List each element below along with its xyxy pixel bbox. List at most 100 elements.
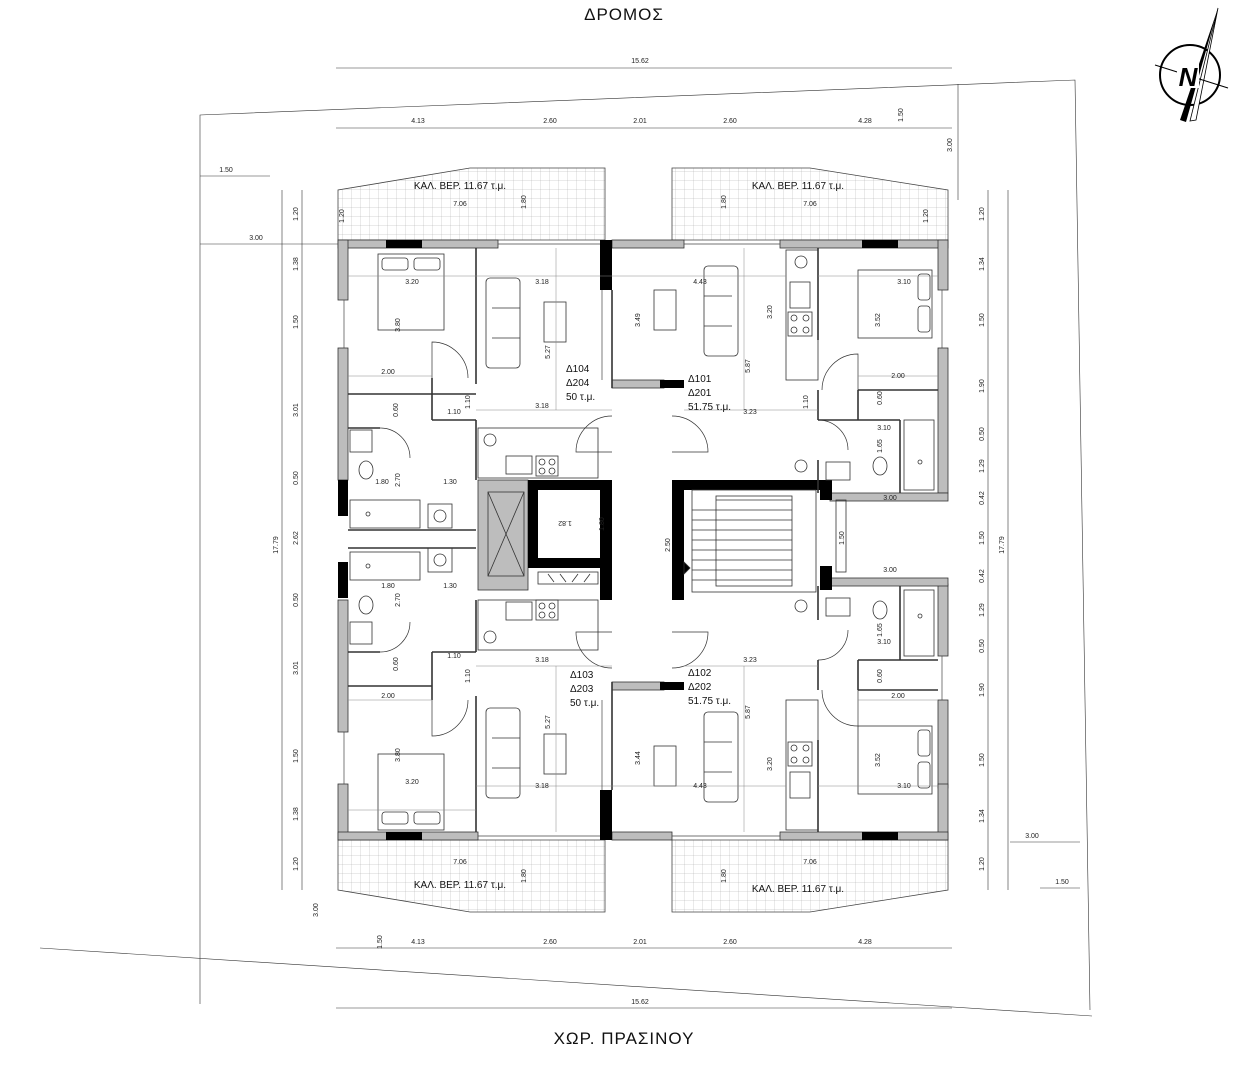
svg-text:15.62: 15.62: [631, 58, 649, 65]
staircase: [683, 489, 847, 593]
structural-walls: [338, 240, 898, 840]
svg-text:1.30: 1.30: [443, 583, 457, 590]
svg-text:2.60: 2.60: [543, 939, 557, 946]
sofa-icon: [485, 265, 739, 803]
svg-text:4.28: 4.28: [858, 118, 872, 125]
svg-text:Δ204: Δ204: [566, 378, 590, 389]
svg-text:1.34: 1.34: [979, 257, 986, 271]
svg-text:3.00: 3.00: [883, 567, 897, 574]
svg-text:1.34: 1.34: [979, 809, 986, 823]
bottom-dimensions: 4.13 2.60 2.01 2.60 4.28 15.62 3.00 1.50…: [313, 833, 1080, 1009]
svg-text:0.42: 0.42: [979, 491, 986, 505]
balcony-bottom-left: [337, 839, 606, 913]
svg-text:3.18: 3.18: [535, 783, 549, 790]
svg-text:3.00: 3.00: [249, 235, 263, 242]
svg-text:3.49: 3.49: [635, 313, 642, 327]
svg-text:2.01: 2.01: [633, 118, 647, 125]
windows: [343, 243, 943, 837]
balcony-bottom-right: [671, 839, 949, 913]
svg-text:0.50: 0.50: [293, 593, 300, 607]
svg-text:51.75 τ.μ.: 51.75 τ.μ.: [688, 696, 731, 707]
balcony-label-top-left: ΚΑΛ. ΒΕΡ. 11.67 τ.μ.: [414, 181, 506, 192]
svg-text:4.13: 4.13: [411, 939, 425, 946]
svg-text:2.00: 2.00: [381, 369, 395, 376]
svg-text:3.01: 3.01: [293, 661, 300, 675]
svg-text:5.27: 5.27: [545, 715, 552, 729]
svg-text:3.80: 3.80: [395, 318, 402, 332]
apartment-label-103: Δ103 Δ203 50 τ.μ.: [570, 670, 599, 709]
svg-text:1.20: 1.20: [293, 857, 300, 871]
svg-text:3.00: 3.00: [1025, 833, 1039, 840]
svg-text:0.60: 0.60: [393, 403, 400, 417]
svg-text:2.60: 2.60: [723, 118, 737, 125]
svg-text:3.52: 3.52: [875, 753, 882, 767]
svg-text:3.10: 3.10: [897, 279, 911, 286]
svg-text:5.87: 5.87: [745, 705, 752, 719]
svg-text:1.10: 1.10: [465, 669, 472, 683]
svg-text:4.43: 4.43: [693, 783, 707, 790]
svg-text:1.82: 1.82: [558, 519, 572, 526]
svg-text:3.20: 3.20: [405, 779, 419, 786]
svg-text:1.10: 1.10: [447, 653, 461, 660]
svg-text:1.29: 1.29: [979, 603, 986, 617]
svg-text:1.80: 1.80: [721, 869, 728, 883]
svg-text:Δ201: Δ201: [688, 388, 712, 399]
svg-text:Δ103: Δ103: [570, 670, 594, 681]
svg-text:1.80: 1.80: [521, 195, 528, 209]
svg-text:5.87: 5.87: [745, 359, 752, 373]
svg-text:0.42: 0.42: [979, 569, 986, 583]
svg-text:4.43: 4.43: [693, 279, 707, 286]
svg-text:5.27: 5.27: [545, 345, 552, 359]
balcony-label-bottom-right: ΚΑΛ. ΒΕΡ. 11.67 τ.μ.: [752, 884, 844, 895]
svg-text:3.18: 3.18: [535, 279, 549, 286]
svg-text:3.20: 3.20: [405, 279, 419, 286]
svg-text:3.10: 3.10: [897, 783, 911, 790]
svg-text:1.80: 1.80: [521, 869, 528, 883]
svg-text:3.52: 3.52: [875, 313, 882, 327]
svg-text:1.50: 1.50: [979, 313, 986, 327]
bed-icon: [377, 253, 933, 831]
svg-text:1.20: 1.20: [339, 209, 346, 223]
svg-text:2.50: 2.50: [665, 538, 672, 552]
apartment-label-104: Δ104 Δ204 50 τ.μ.: [566, 364, 595, 403]
svg-text:3.18: 3.18: [535, 657, 549, 664]
top-dimensions: 15.62 4.13 2.60 2.01 2.60 4.28 1.50 3.00…: [200, 58, 959, 245]
svg-text:3.10: 3.10: [877, 639, 891, 646]
svg-text:0.60: 0.60: [393, 657, 400, 671]
svg-text:3.80: 3.80: [395, 748, 402, 762]
svg-text:0.50: 0.50: [293, 471, 300, 485]
svg-text:2.00: 2.00: [891, 373, 905, 380]
north-letter: N: [1179, 62, 1199, 92]
svg-text:2.70: 2.70: [395, 593, 402, 607]
right-dimensions: 17.79 1.20 1.34 1.50 1.90 0.50 1.29 0.42…: [979, 190, 1009, 890]
svg-text:3.18: 3.18: [535, 403, 549, 410]
svg-text:1.20: 1.20: [979, 857, 986, 871]
svg-text:3.00: 3.00: [883, 495, 897, 502]
svg-text:1.50: 1.50: [377, 935, 384, 949]
svg-text:1.38: 1.38: [293, 807, 300, 821]
room-dimension-lines: [348, 248, 938, 832]
svg-text:50 τ.μ.: 50 τ.μ.: [570, 698, 599, 709]
svg-text:Δ101: Δ101: [688, 374, 712, 385]
svg-text:2.62: 2.62: [293, 531, 300, 545]
svg-text:1.20: 1.20: [923, 209, 930, 223]
svg-text:1.50: 1.50: [979, 531, 986, 545]
svg-text:17.79: 17.79: [999, 536, 1006, 554]
svg-text:0.60: 0.60: [877, 391, 884, 405]
balcony-top-left: [337, 167, 606, 241]
svg-text:1.50: 1.50: [293, 749, 300, 763]
toilet-icon: [349, 419, 935, 657]
apartment-label-101: Δ101 Δ201 51.75 τ.μ.: [688, 374, 731, 413]
svg-text:1.50: 1.50: [898, 108, 905, 122]
svg-text:1.65: 1.65: [877, 623, 884, 637]
balcony-label-top-right: ΚΑΛ. ΒΕΡ. 11.67 τ.μ.: [752, 181, 844, 192]
svg-text:1.30: 1.30: [443, 479, 457, 486]
svg-text:3.00: 3.00: [947, 138, 954, 152]
svg-text:1.38: 1.38: [293, 257, 300, 271]
stove-icon: [477, 249, 819, 831]
svg-text:3.00: 3.00: [313, 903, 320, 917]
svg-text:0.50: 0.50: [979, 427, 986, 441]
svg-text:15.62: 15.62: [631, 999, 649, 1006]
svg-text:1.90: 1.90: [979, 379, 986, 393]
svg-text:0.60: 0.60: [877, 669, 884, 683]
